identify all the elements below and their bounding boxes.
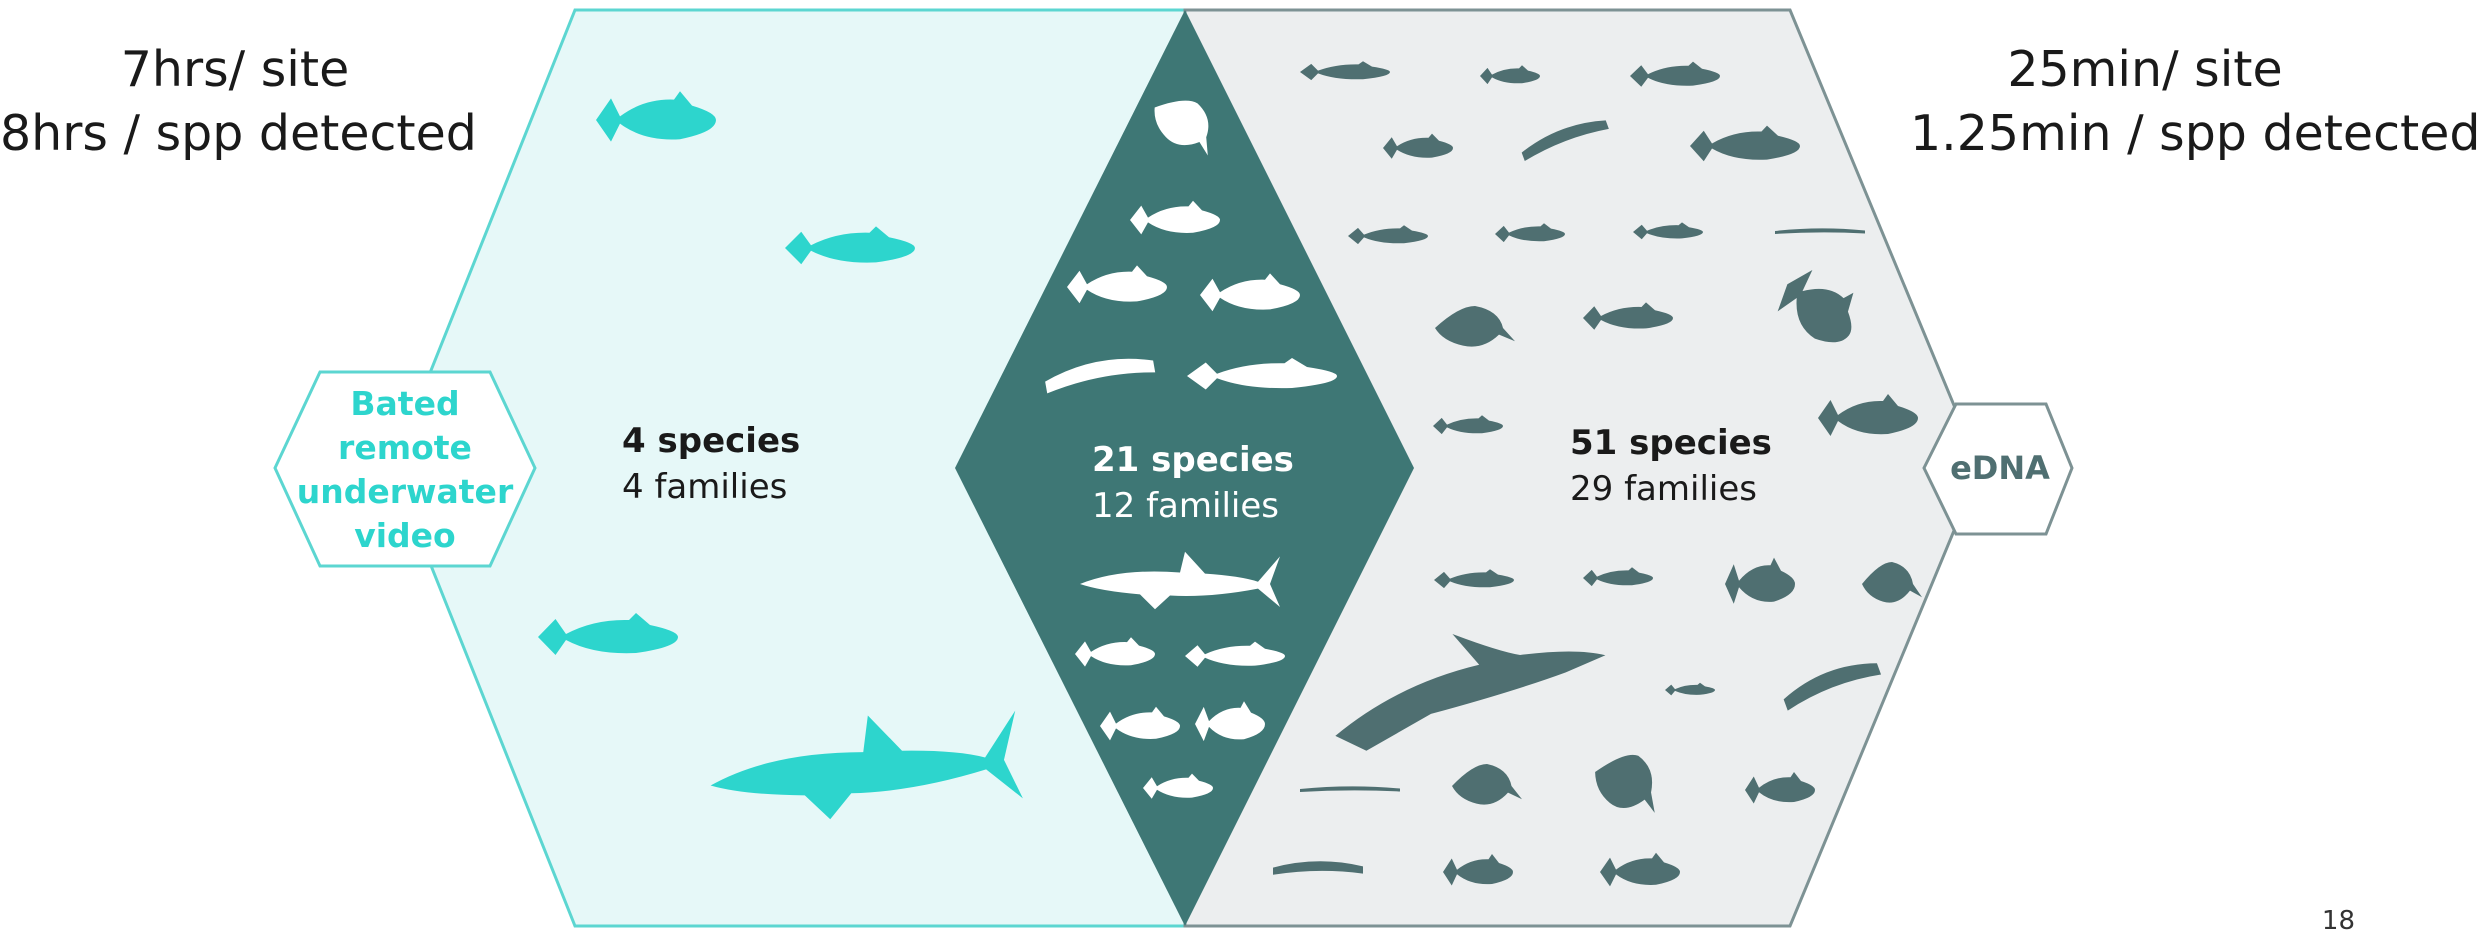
flatfish-icon bbox=[1862, 562, 1922, 603]
stingray-icon bbox=[1595, 755, 1655, 813]
right-timing-line2: 1.25min / spp detected bbox=[1910, 105, 2481, 162]
pipefish-icon bbox=[1300, 786, 1400, 792]
goby-fish-icon bbox=[538, 613, 678, 655]
edna-label-hex bbox=[1922, 402, 2074, 536]
overlap-stats: 21 species 12 families bbox=[1092, 437, 1294, 529]
flatfish-icon bbox=[1435, 306, 1515, 347]
brruv-label-line1: Bated bbox=[350, 384, 460, 423]
flatfish-icon bbox=[1452, 764, 1522, 805]
brruv-method-label: Bated remote underwater video bbox=[290, 380, 520, 560]
fish-icon bbox=[1583, 567, 1653, 587]
eel-icon bbox=[1521, 120, 1609, 162]
page-number: 18 bbox=[2321, 906, 2355, 936]
eel-icon bbox=[1273, 861, 1363, 875]
brruv-label-line3: underwater bbox=[296, 472, 514, 511]
edna-stats: 51 species 29 families bbox=[1570, 420, 1772, 512]
fish-icon bbox=[1600, 852, 1680, 887]
overlap-family-count: 12 families bbox=[1092, 486, 1279, 526]
dogfish-icon bbox=[1187, 358, 1337, 390]
brruv-family-count: 4 families bbox=[622, 467, 788, 507]
wrasse-fish-icon bbox=[1200, 273, 1300, 312]
gurnard-icon bbox=[1818, 394, 1918, 436]
brruv-label-line4: video bbox=[354, 516, 456, 555]
pipefish-icon bbox=[1775, 228, 1865, 234]
fish-icon bbox=[1745, 772, 1815, 804]
eel-icon bbox=[1045, 358, 1156, 394]
fish-icon bbox=[1434, 569, 1514, 589]
overlap-species-count: 21 species bbox=[1092, 440, 1294, 480]
shark-icon bbox=[1080, 551, 1280, 610]
cod-fish-icon bbox=[1067, 265, 1167, 304]
left-timing-line2: 8hrs / spp detected bbox=[0, 105, 477, 162]
dolphin-icon bbox=[1335, 633, 1606, 751]
fish-icon bbox=[1300, 61, 1390, 81]
brruv-stats: 4 species 4 families bbox=[622, 418, 800, 510]
venn-hexagon-diagram bbox=[273, 8, 2074, 928]
fish-icon bbox=[1495, 223, 1565, 243]
right-timing-line1: 25min/ site bbox=[2007, 41, 2283, 98]
fish-icon bbox=[1383, 133, 1453, 159]
brruv-label-line2: remote bbox=[338, 428, 472, 467]
fish-icon bbox=[1583, 302, 1673, 330]
rockfish-icon bbox=[1195, 701, 1265, 742]
left-timing: 7hrs/ site 8hrs / spp detected bbox=[0, 38, 477, 166]
cod-fish-icon bbox=[1690, 125, 1800, 162]
brruv-species-count: 4 species bbox=[622, 421, 801, 461]
fish-icon bbox=[1185, 641, 1285, 667]
fish-icon bbox=[1630, 61, 1720, 87]
goby-fish-icon bbox=[1075, 637, 1155, 667]
fish-icon bbox=[1130, 200, 1220, 235]
fish-icon bbox=[1443, 854, 1513, 886]
sculpin-fish-icon bbox=[1100, 706, 1180, 741]
left-timing-line1: 7hrs/ site bbox=[120, 41, 350, 98]
gurnard-icon bbox=[1777, 270, 1854, 343]
edna-method-label: eDNA bbox=[1950, 449, 2050, 487]
blenny-fish-icon bbox=[785, 226, 915, 265]
fish-icon bbox=[1143, 773, 1213, 799]
shark-icon bbox=[710, 710, 1023, 820]
fish-icon bbox=[1433, 415, 1503, 435]
lionfish-icon bbox=[1725, 557, 1795, 604]
diagram-stage: 7hrs/ site 8hrs / spp detected 25min/ si… bbox=[0, 8, 2481, 936]
fish-icon bbox=[1633, 222, 1703, 240]
overlap-region bbox=[955, 10, 1414, 926]
edna-family-count: 29 families bbox=[1570, 469, 1757, 509]
sculpin-fish-icon bbox=[596, 91, 716, 142]
fish-icon bbox=[1665, 682, 1715, 696]
fish-icon bbox=[1480, 65, 1540, 85]
right-timing: 25min/ site 1.25min / spp detected bbox=[1910, 38, 2481, 166]
fish-icon bbox=[1348, 225, 1428, 245]
edna-species-count: 51 species bbox=[1570, 423, 1772, 463]
brruv-label-hex bbox=[273, 370, 537, 568]
eel-icon bbox=[1783, 663, 1882, 711]
stingray-icon bbox=[1154, 100, 1209, 156]
